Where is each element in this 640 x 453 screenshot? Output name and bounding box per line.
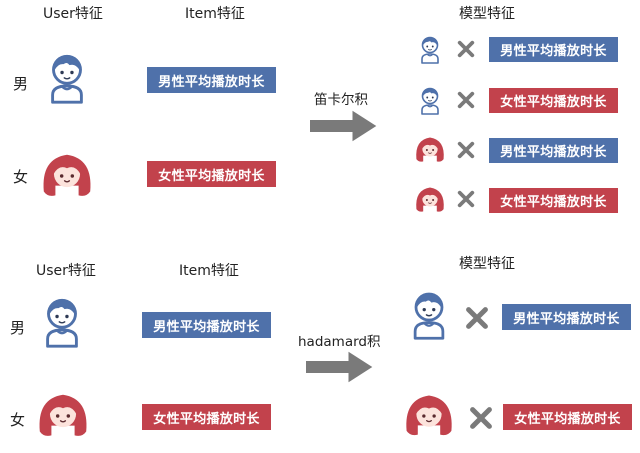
result-2-item-box: 女性平均播放时长 [489,88,618,113]
bottom-model-header: 模型特征 [459,256,515,272]
result-6-item-box: 女性平均播放时长 [503,404,632,430]
male-avatar-icon [40,48,94,106]
result-5-cross-icon [465,306,489,330]
result-1-male-avatar-icon [415,33,445,65]
result-2-cross-icon [457,91,475,109]
result-1-cross-icon [457,40,475,58]
result-3-item-box: 男性平均播放时长 [489,138,618,163]
bottom-female-avatar-icon [32,387,94,445]
top-model-header: 模型特征 [459,6,515,22]
bottom-female-item-box: 女性平均播放时长 [142,404,271,430]
result-5-item-box: 男性平均播放时长 [502,304,631,330]
result-4-item-box: 女性平均播放时长 [489,188,618,213]
top-male-label: 男 [13,75,29,93]
top-female-item-box: 女性平均播放时长 [147,161,276,187]
result-3-female-avatar-icon [412,133,448,167]
bottom-item-header: Item特征 [179,263,239,279]
result-6-cross-icon [469,406,493,430]
bottom-female-label: 女 [10,411,26,429]
top-operation-label: 笛卡尔积 [314,92,368,108]
top-male-item-box: 男性平均播放时长 [147,67,276,93]
result-6-female-avatar-icon [399,388,459,444]
top-user-header: User特征 [43,6,103,22]
bottom-user-header: User特征 [36,263,96,279]
result-5-male-avatar-icon [403,285,455,343]
bottom-male-label: 男 [10,319,26,337]
top-item-header: Item特征 [185,6,245,22]
result-2-male-avatar-icon [415,84,445,116]
top-female-label: 女 [13,168,29,186]
bottom-arrow-icon [303,350,377,384]
bottom-operation-label: hadamard积 [298,334,381,350]
result-4-female-avatar-icon [412,183,448,217]
female-avatar-icon [36,147,98,205]
bottom-male-avatar-icon [35,292,89,350]
result-4-cross-icon [457,190,475,208]
result-1-item-box: 男性平均播放时长 [489,37,618,62]
bottom-male-item-box: 男性平均播放时长 [142,312,271,338]
result-3-cross-icon [457,141,475,159]
top-arrow-icon [307,109,381,143]
